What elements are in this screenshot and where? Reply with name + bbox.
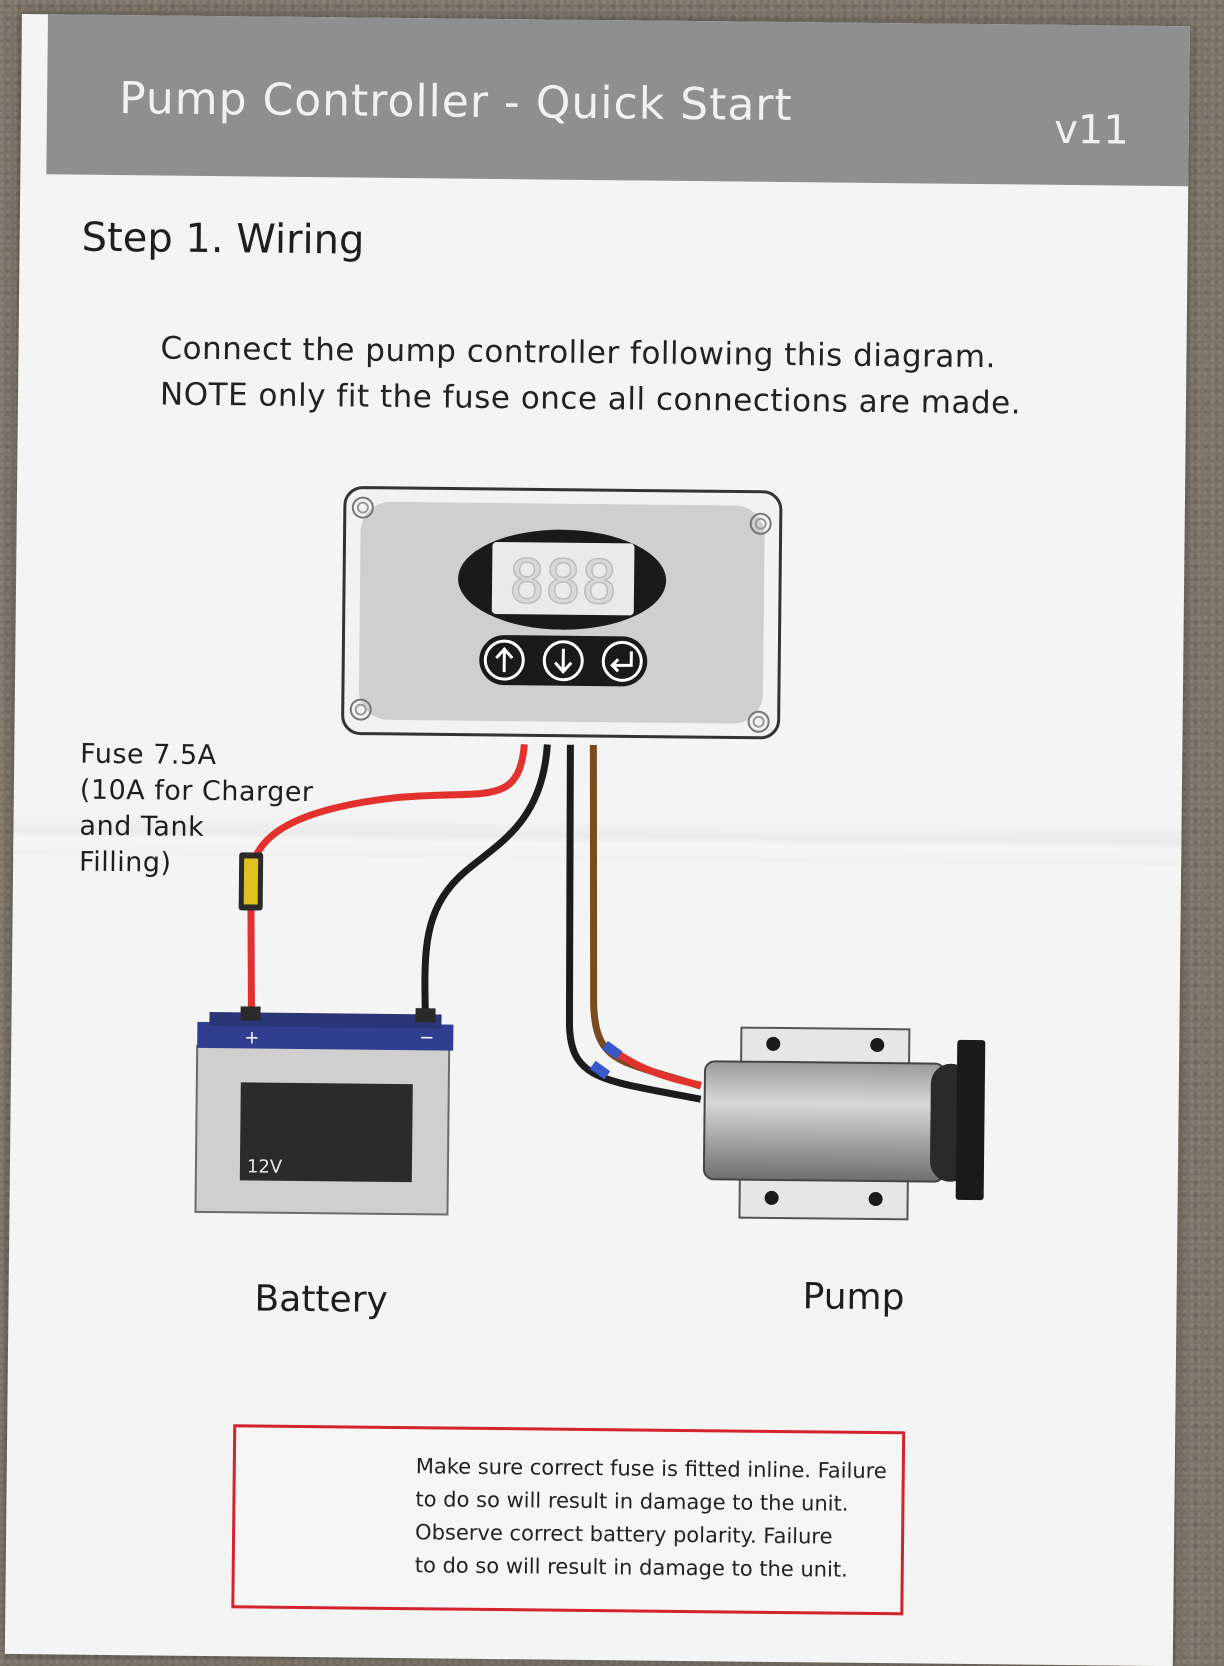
battery-caption: Battery xyxy=(254,1278,389,1321)
negative-symbol: − xyxy=(419,1027,434,1048)
pump-signal-wire xyxy=(589,745,702,1090)
fuse-rating-label: Fuse 7.5A (10A for Charger and Tank Fill… xyxy=(79,737,314,883)
pump-negative-wire xyxy=(565,744,702,1103)
battery-illustration: + − 12V xyxy=(194,1006,454,1216)
display-digits: 888 xyxy=(509,547,618,618)
instruction-sheet: Pump Controller - Quick Start v11 Step 1… xyxy=(4,14,1190,1666)
battery-voltage-label: 12V xyxy=(247,1156,283,1177)
up-arrow-icon[interactable] xyxy=(483,639,525,681)
pump-controller-unit: 888 xyxy=(341,486,783,740)
fuse-line: Filling) xyxy=(78,846,172,879)
warning-box: Make sure correct fuse is fitted inline.… xyxy=(231,1424,906,1616)
warning-line: to do so will result in damage to the un… xyxy=(415,1487,849,1516)
warning-text: Make sure correct fuse is fitted inline.… xyxy=(415,1451,887,1586)
pump-caption: Pump xyxy=(802,1276,905,1319)
wiring-diagram: 888 + − 12V xyxy=(194,486,986,1221)
seven-segment-display xyxy=(491,541,635,616)
positive-terminal xyxy=(240,1006,261,1021)
fuse-line: Fuse 7.5A xyxy=(80,738,217,772)
negative-terminal xyxy=(415,1008,436,1023)
positive-symbol: + xyxy=(244,1027,259,1048)
fuse-holder-icon xyxy=(238,852,264,911)
fuse-line: and Tank xyxy=(79,810,205,843)
pump-illustration xyxy=(702,1026,986,1221)
warning-line: Observe correct battery polarity. Failur… xyxy=(414,1520,833,1549)
negative-wire xyxy=(421,744,551,1021)
fuse-line: (10A for Charger xyxy=(79,774,314,809)
down-arrow-icon[interactable] xyxy=(542,640,584,682)
enter-icon[interactable] xyxy=(601,640,643,682)
warning-line: to do so will result in damage to the un… xyxy=(414,1553,848,1582)
warning-line: Make sure correct fuse is fitted inline.… xyxy=(415,1454,887,1484)
